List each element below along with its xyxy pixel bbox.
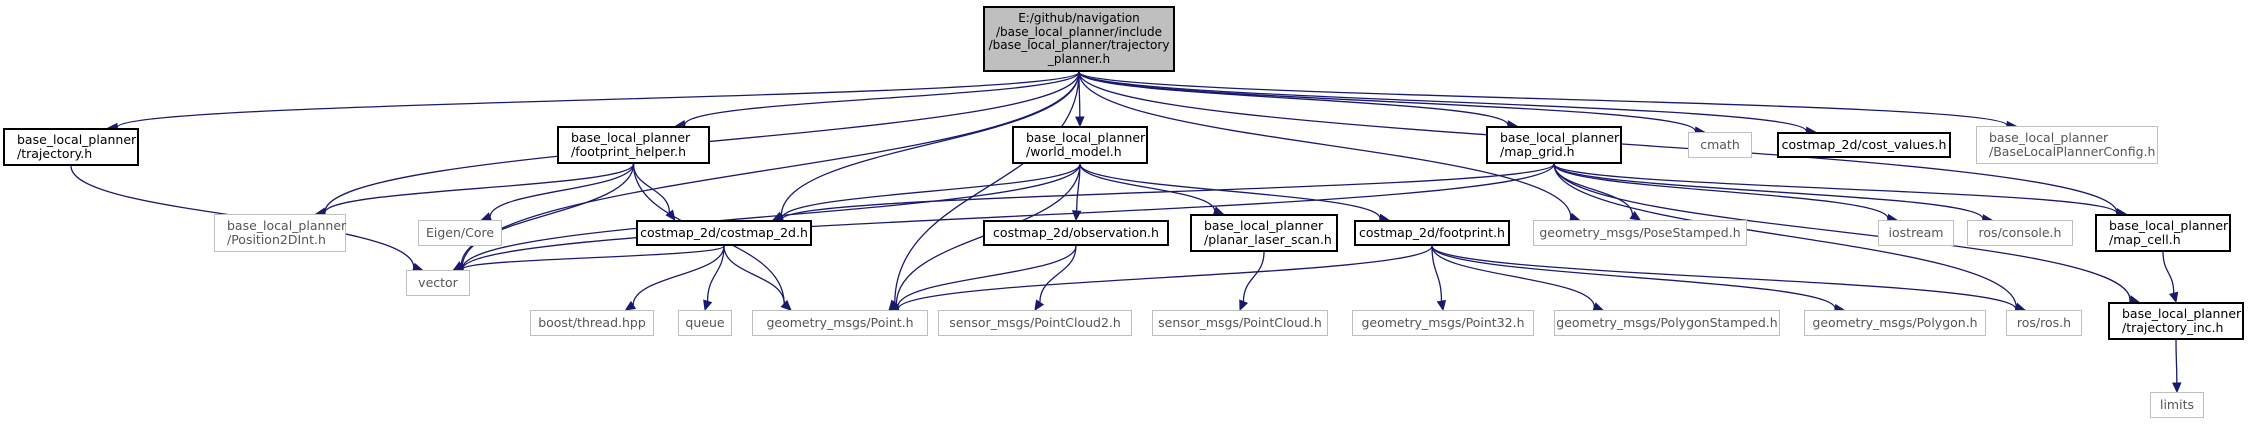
edge-root-to-footprint_helper xyxy=(684,71,1080,126)
edge-map_grid-to-costmap_2d xyxy=(781,163,1555,220)
node-point32-h[interactable]: geometry_msgs/Point32.h xyxy=(1352,310,1534,336)
node-eigen-core[interactable]: Eigen/Core xyxy=(418,220,502,246)
node-position2dint-h[interactable]: base_local_planner /Position2DInt.h xyxy=(214,214,346,252)
arrowhead-root-to-world_model xyxy=(1075,116,1085,128)
node-vector[interactable]: vector xyxy=(406,270,470,296)
edge-observation-to-point xyxy=(897,245,1077,308)
edge-root-to-cost_values xyxy=(1078,71,1808,132)
edge-root-to-cmath xyxy=(1078,71,1697,132)
node-queue[interactable]: queue xyxy=(678,310,732,336)
edge-root-to-trajectory xyxy=(116,71,1080,129)
arrowhead-costmap_2d-to-boost_thread xyxy=(624,300,637,311)
edge-map_grid-to-iostream xyxy=(1553,163,1889,219)
edge-map_grid-to-ros_h xyxy=(1553,163,2017,308)
edge-root-to-blp_config xyxy=(1078,71,2008,127)
node-ros-h[interactable]: ros/ros.h xyxy=(2006,310,2082,336)
node-world-model-h[interactable]: base_local_planner /world_model.h xyxy=(1012,126,1148,164)
node-planar-laser-scan-h[interactable]: base_local_planner /planar_laser_scan.h xyxy=(1190,214,1338,252)
edge-map_cell-to-trajectory_inc xyxy=(2162,251,2175,294)
node-trajectory-inc-h[interactable]: base_local_planner /trajectory_inc.h xyxy=(2108,302,2244,340)
arrowhead-map_grid-to-pose_stamped xyxy=(1629,210,1642,221)
node-pointcloud2-h[interactable]: sensor_msgs/PointCloud2.h xyxy=(938,310,1132,336)
edge-footprint-to-point32 xyxy=(1431,245,1443,302)
edge-planar_laser_scan-to-pointcloud xyxy=(1242,251,1265,302)
node-geometry-point-h[interactable]: geometry_msgs/Point.h xyxy=(752,310,928,336)
edge-world_model-to-vector xyxy=(461,163,1081,269)
edge-costmap_2d-to-queue xyxy=(706,245,725,302)
arrowhead-costmap_2d-to-queue xyxy=(703,299,713,312)
node-polygon-h[interactable]: geometry_msgs/Polygon.h xyxy=(1804,310,1986,336)
edge-root-to-costmap_2d xyxy=(780,71,1080,217)
edge-world_model-to-costmap_2d xyxy=(781,163,1081,219)
node-cmath[interactable]: cmath xyxy=(1688,132,1752,158)
node-footprint-h[interactable]: costmap_2d/footprint.h xyxy=(1354,220,1510,246)
node-trajectory-h[interactable]: base_local_planner /trajectory.h xyxy=(3,128,139,166)
edge-map_grid-to-map_cell xyxy=(1553,163,2118,214)
node-limits[interactable]: limits xyxy=(2150,392,2204,418)
edge-world_model-to-planar_laser_scan xyxy=(1079,163,1216,212)
node-pose-stamped-h[interactable]: geometry_msgs/PoseStamped.h xyxy=(1533,220,1747,246)
edge-root-to-pose_stamped xyxy=(1078,71,1572,218)
edge-root-to-point xyxy=(894,71,1080,303)
edge-map_grid-to-ros_console xyxy=(1553,163,1984,220)
edge-costmap_2d-to-boost_thread xyxy=(632,245,725,306)
edge-footprint_helper-to-eigen_core xyxy=(489,163,635,218)
edge-footprint-to-polygon_stamped xyxy=(1431,245,1596,307)
arrowhead-footprint_helper-to-costmap_2d xyxy=(665,209,676,221)
arrowhead-costmap_2d-to-point xyxy=(780,299,792,311)
node-map-cell-h[interactable]: base_local_planner /map_cell.h xyxy=(2095,214,2231,252)
edge-footprint_helper-to-position2dint xyxy=(324,163,635,213)
root-file-trajectory-planner: E:/github/navigation /base_local_planner… xyxy=(983,6,1175,72)
node-polygon-stamped-h[interactable]: geometry_msgs/PolygonStamped.h xyxy=(1554,310,1780,336)
edge-map_grid-to-vector xyxy=(461,163,1555,270)
node-iostream[interactable]: iostream xyxy=(1878,220,1954,246)
edge-observation-to-pointcloud2 xyxy=(1039,245,1077,303)
node-ros-console-h[interactable]: ros/console.h xyxy=(1967,220,2073,246)
node-base-local-planner-config-h[interactable]: base_local_planner /BaseLocalPlannerConf… xyxy=(1976,126,2158,164)
edge-footprint-to-ros_h xyxy=(1431,245,2017,310)
arrowhead-world_model-to-observation xyxy=(1071,210,1082,222)
edge-footprint-to-polygon xyxy=(1431,245,1836,309)
edge-root-to-map_grid xyxy=(1078,71,1509,126)
arrowhead-observation-to-pointcloud2 xyxy=(1034,299,1045,312)
edge-map_grid-to-trajectory_inc xyxy=(1553,163,2131,300)
node-map-grid-h[interactable]: base_local_planner /map_grid.h xyxy=(1486,126,1622,164)
node-boost-thread-hpp[interactable]: boost/thread.hpp xyxy=(530,310,654,336)
node-observation-h[interactable]: costmap_2d/observation.h xyxy=(983,220,1169,246)
arrowhead-map_cell-to-trajectory_inc xyxy=(2168,291,2179,304)
edge-costmap_2d-to-vector xyxy=(461,245,725,270)
edge-costmap_2d-to-point xyxy=(723,245,785,304)
edge-footprint_helper-to-costmap_2d xyxy=(632,163,671,213)
node-footprint-helper-h[interactable]: base_local_planner /footprint_helper.h xyxy=(557,126,710,164)
arrowhead-footprint-to-point32 xyxy=(1436,299,1447,312)
node-costmap-2d-h[interactable]: costmap_2d/costmap_2d.h xyxy=(636,220,812,246)
edge-footprint_helper-to-vector xyxy=(460,163,635,266)
arrowhead-planar_laser_scan-to-pointcloud xyxy=(1239,299,1249,312)
node-pointcloud-h[interactable]: sensor_msgs/PointCloud.h xyxy=(1152,310,1328,336)
arrowhead-trajectory_inc-to-limits xyxy=(2172,382,2182,394)
edge-world_model-to-footprint xyxy=(1079,163,1381,219)
node-cost-values-h[interactable]: costmap_2d/cost_values.h xyxy=(1777,132,1951,158)
edge-footprint-to-point xyxy=(897,245,1433,310)
edge-trajectory_inc-to-limits xyxy=(2175,339,2178,384)
